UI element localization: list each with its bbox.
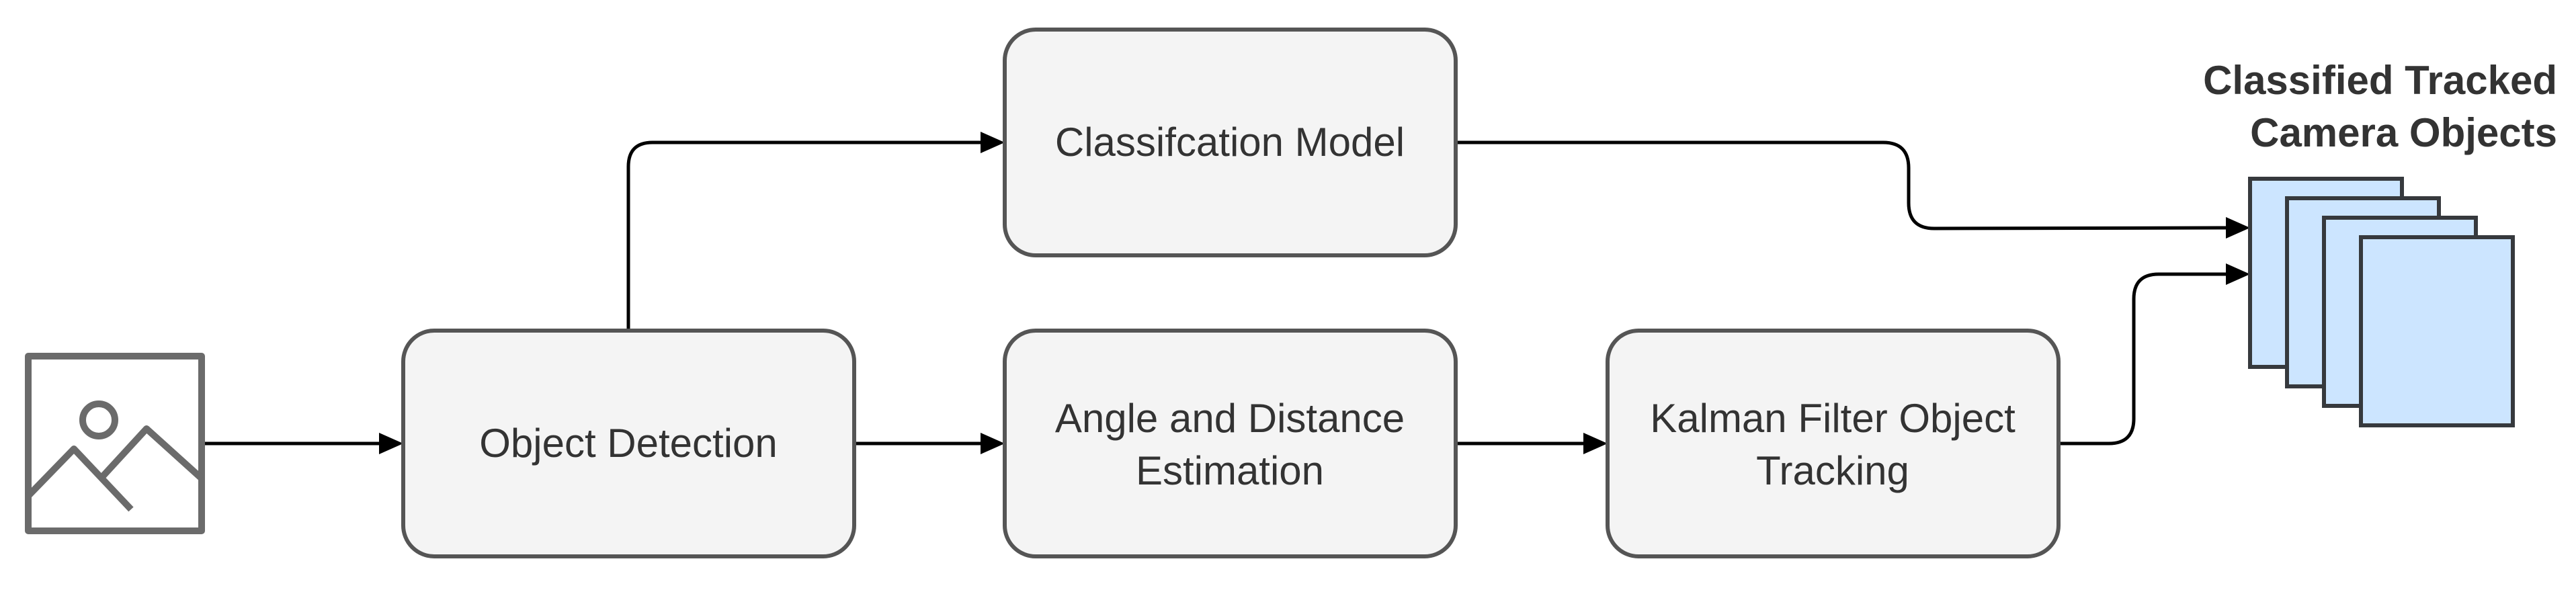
classification-model-label: Classifcation Model [1055, 120, 1405, 165]
angle-distance-label-line2: Estimation [1136, 448, 1324, 493]
edge-angle-to-kalman [1456, 433, 1608, 454]
angle-distance-label-line1: Angle and Distance [1055, 396, 1405, 441]
edge-detection-to-classification [626, 132, 1005, 331]
image-icon [25, 353, 205, 534]
object-detection-box: Object Detection [401, 329, 856, 558]
output-title-line2: Camera Objects [2250, 110, 2557, 155]
object-detection-label: Object Detection [479, 421, 778, 466]
kalman-tracking-label-line2: Tracking [1756, 448, 1909, 493]
classification-model-box: Classifcation Model [1003, 28, 1458, 257]
kalman-tracking-label-line1: Kalman Filter Object [1650, 396, 2016, 441]
angle-distance-box: Angle and Distance Estimation [1003, 329, 1458, 558]
edge-classification-to-output [1456, 140, 2250, 239]
edge-detection-to-angle [854, 433, 1005, 454]
edge-kalman-to-output [2059, 263, 2250, 446]
kalman-tracking-box: Kalman Filter Object Tracking [1606, 329, 2061, 558]
stacked-documents-icon [2248, 177, 2515, 427]
output-title-line1: Classified Tracked [2203, 58, 2557, 103]
edge-image-to-detection [205, 433, 403, 454]
